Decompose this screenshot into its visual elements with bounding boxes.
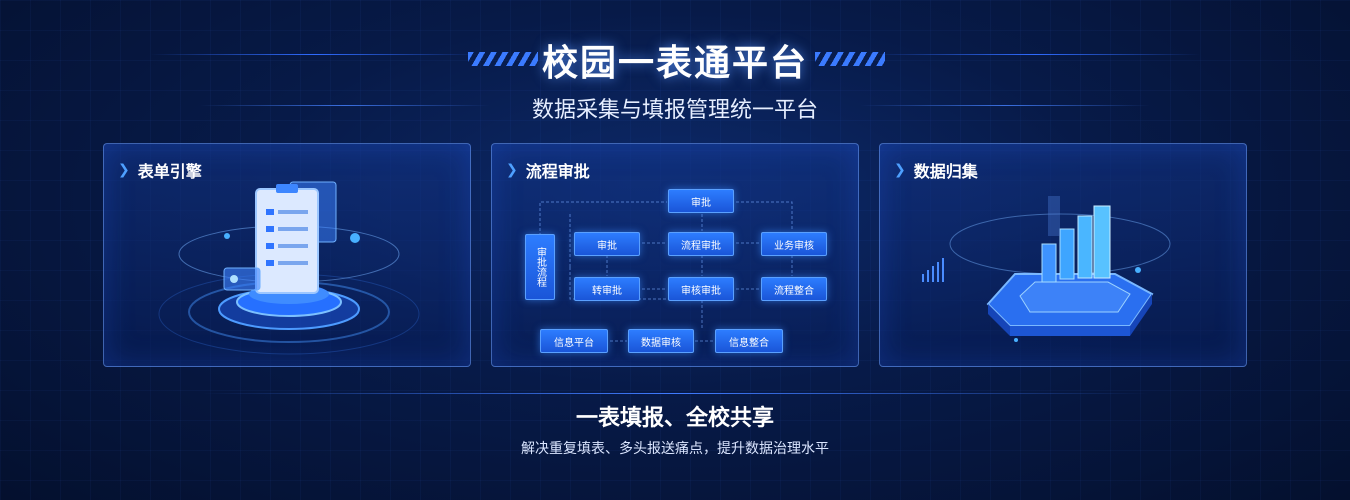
card-workflow-title: ❯ 流程审批	[506, 158, 590, 182]
footer-slogan: 一表填报、全校共享	[575, 406, 774, 431]
card-data-collection[interactable]: ❯ 数据归集	[879, 143, 1247, 367]
subtitle-line-left	[200, 105, 490, 106]
card-title-text: 流程审批	[525, 162, 590, 181]
subtitle-line-right	[860, 105, 1150, 106]
flow-node-top[interactable]: 审批	[668, 189, 734, 213]
chevron-right-icon: ❯	[506, 162, 518, 178]
form-engine-illustration	[158, 181, 420, 355]
footer-divider	[200, 393, 1150, 394]
flow-node-r2c3[interactable]: 流程整合	[761, 277, 827, 301]
flow-node-r2c2[interactable]: 审核审批	[668, 277, 734, 301]
page-subtitle: 数据采集与填报管理统一平台	[531, 98, 818, 123]
chevron-right-icon: ❯	[894, 162, 906, 178]
header-line-right	[870, 54, 1200, 55]
flow-node-r1c3[interactable]: 业务审核	[761, 232, 827, 256]
flow-node-r1c1[interactable]: 审批	[574, 232, 640, 256]
header-line-left	[150, 54, 480, 55]
footer-description: 解决重复填表、多头报送痛点，提升数据治理水平	[521, 441, 829, 457]
flow-node-r1c2[interactable]: 流程审批	[668, 232, 734, 256]
flow-node-b1[interactable]: 信息平台	[540, 329, 608, 353]
flow-node-b3[interactable]: 信息整合	[715, 329, 783, 353]
card-title-text: 表单引擎	[137, 162, 202, 181]
chevron-right-icon: ❯	[118, 162, 130, 178]
flow-node-b2[interactable]: 数据审核	[628, 329, 694, 353]
card-data-collection-title: ❯ 数据归集	[894, 158, 978, 182]
card-form-engine-title: ❯ 表单引擎	[118, 158, 202, 182]
card-workflow-approval[interactable]: ❯ 流程审批 审批 审批流程 审批 流程审批 业务审核 转审批 审核审批 流程整…	[491, 143, 859, 367]
card-title-text: 数据归集	[913, 162, 978, 181]
flow-node-r2c1[interactable]: 转审批	[574, 277, 640, 301]
card-form-engine[interactable]: ❯ 表单引擎	[103, 143, 471, 367]
header-stripes-right	[815, 52, 885, 66]
page-title: 校园一表通平台	[541, 43, 808, 84]
header-stripes-left	[468, 52, 538, 66]
flow-node-left[interactable]: 审批流程	[525, 234, 555, 300]
data-collection-illustration	[922, 196, 1171, 342]
